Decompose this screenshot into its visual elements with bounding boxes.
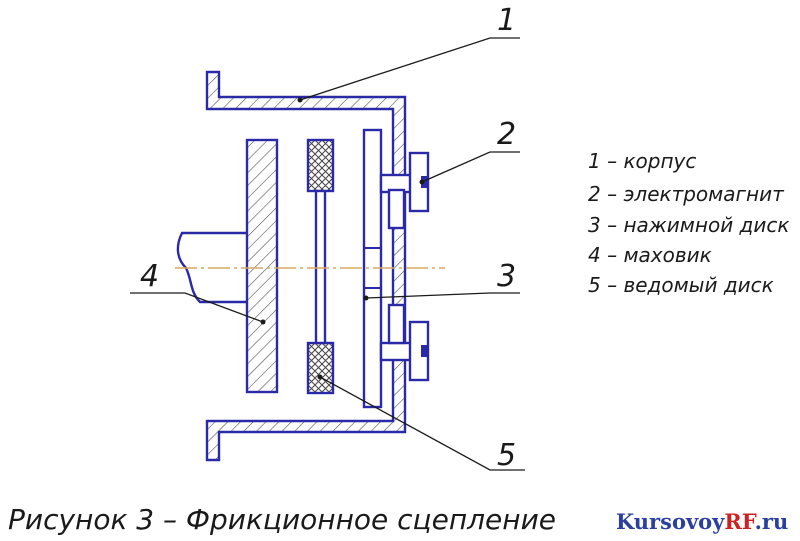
callout-number-3: 3 bbox=[497, 259, 516, 294]
callout-number-5: 5 bbox=[497, 438, 516, 473]
leader-dots bbox=[260, 97, 425, 380]
legend-item-pressure-disc: 3 – нажимной диск bbox=[588, 213, 789, 237]
watermark-part-kursovoy: Kursovoy bbox=[616, 509, 725, 534]
legend-item-electromagnet: 2 – электромагнит bbox=[588, 182, 785, 206]
watermark-part-rf: RF bbox=[724, 509, 756, 534]
legend-item-housing: 1 – корпус bbox=[588, 149, 696, 173]
legend: 1 – корпус 2 – электромагнит 3 – нажимно… bbox=[588, 149, 789, 297]
housing-part bbox=[205, 70, 407, 462]
driven-disc-plate bbox=[314, 189, 327, 345]
legend-item-driven-disc: 5 – ведомый диск bbox=[588, 273, 774, 297]
electromagnet-contact bbox=[421, 345, 427, 357]
callout-number-4: 4 bbox=[140, 259, 159, 294]
electromagnet-top bbox=[379, 151, 430, 230]
legend-item-flywheel: 4 – маховик bbox=[588, 243, 712, 267]
callout-number-1: 1 bbox=[497, 3, 516, 38]
watermark-part-ru: .ru bbox=[755, 509, 789, 534]
watermark-logo: KursovoyRF.ru bbox=[616, 509, 788, 534]
figure-caption: Рисунок 3 – Фрикционное сцепление bbox=[8, 503, 556, 536]
callout-number-2: 2 bbox=[497, 117, 516, 152]
driven-disc-pad-top bbox=[306, 138, 335, 193]
leader-lines bbox=[130, 37, 525, 471]
flywheel-part bbox=[245, 138, 279, 394]
electromagnet-bottom bbox=[379, 303, 430, 382]
driven-disc-pad-bottom bbox=[306, 341, 335, 395]
